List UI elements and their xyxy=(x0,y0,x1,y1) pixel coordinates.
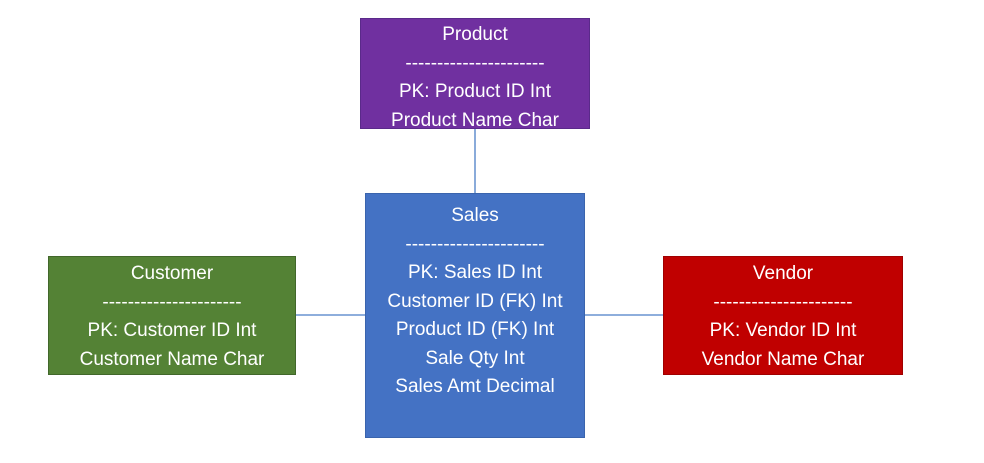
entity-field: Customer Name Char xyxy=(79,348,265,370)
entity-field: PK: Sales ID Int xyxy=(407,262,543,283)
entity-field: PK: Product ID Int xyxy=(398,81,552,102)
product-entity[interactable]: Product ---------------------- PK: Produ… xyxy=(360,18,590,131)
entity-field: Vendor Name Char xyxy=(701,348,865,370)
entity-field: Customer ID (FK) Int xyxy=(387,290,563,312)
sales-entity[interactable]: Sales ---------------------- PK: Sales I… xyxy=(365,193,585,438)
entity-field: Sale Qty Int xyxy=(425,347,525,369)
entity-separator: ---------------------- xyxy=(405,52,545,74)
entity-field: Product Name Char xyxy=(391,109,559,131)
vendor-entity[interactable]: Vendor ---------------------- PK: Vendor… xyxy=(663,256,903,375)
customer-entity[interactable]: Customer ---------------------- PK: Cust… xyxy=(48,256,296,375)
entity-title: Vendor xyxy=(752,263,814,284)
entity-title: Customer xyxy=(130,263,214,284)
entity-field: PK: Vendor ID Int xyxy=(709,320,857,341)
entity-separator: ---------------------- xyxy=(713,291,853,313)
entity-field: Sales Amt Decimal xyxy=(395,376,555,397)
entity-field: PK: Customer ID Int xyxy=(87,320,257,341)
entity-title: Product xyxy=(442,24,508,45)
entity-separator: ---------------------- xyxy=(102,291,242,313)
entity-separator: ---------------------- xyxy=(405,233,545,255)
entity-title: Sales xyxy=(451,205,499,226)
entity-field: Product ID (FK) Int xyxy=(395,319,555,340)
